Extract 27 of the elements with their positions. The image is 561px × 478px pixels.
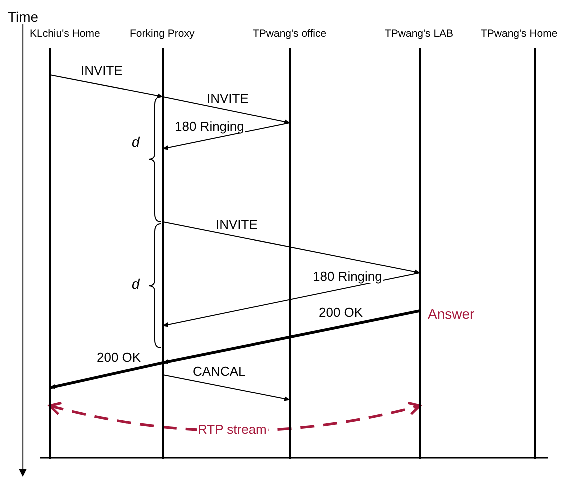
message-arrow [162,272,420,328]
participant-label: TPwang's Home [481,29,558,40]
message-label: 200 OK [96,351,142,364]
message-label: 180 Ringing [174,120,246,133]
participant-lifeline [481,29,559,459]
message-arrow [162,222,421,274]
annotation: Answer [428,307,475,321]
interval-label: d [132,135,140,149]
participant-label: TPwang's LAB [385,29,454,40]
message-label: INVITE [80,64,124,77]
axis-label: Time [8,10,39,24]
message-label: 200 OK [318,306,364,319]
message-label: INVITE [206,92,250,105]
message-arrow [50,74,164,98]
message-arrow [162,96,291,124]
message-label: CANCAL [192,365,247,378]
message-label: INVITE [215,218,259,231]
participant-label: KLchiu's Home [30,29,100,40]
message-arrow [162,310,420,364]
message-label: 180 Ringing [312,270,384,283]
message-arrow [49,362,164,390]
message-arrow [162,374,291,402]
message-arrow [162,122,290,150]
message-label: RTP stream [197,423,268,436]
interval-label: d [132,277,140,291]
participant-label: TPwang's office [253,29,327,40]
participant-label: Forking Proxy [130,29,195,40]
